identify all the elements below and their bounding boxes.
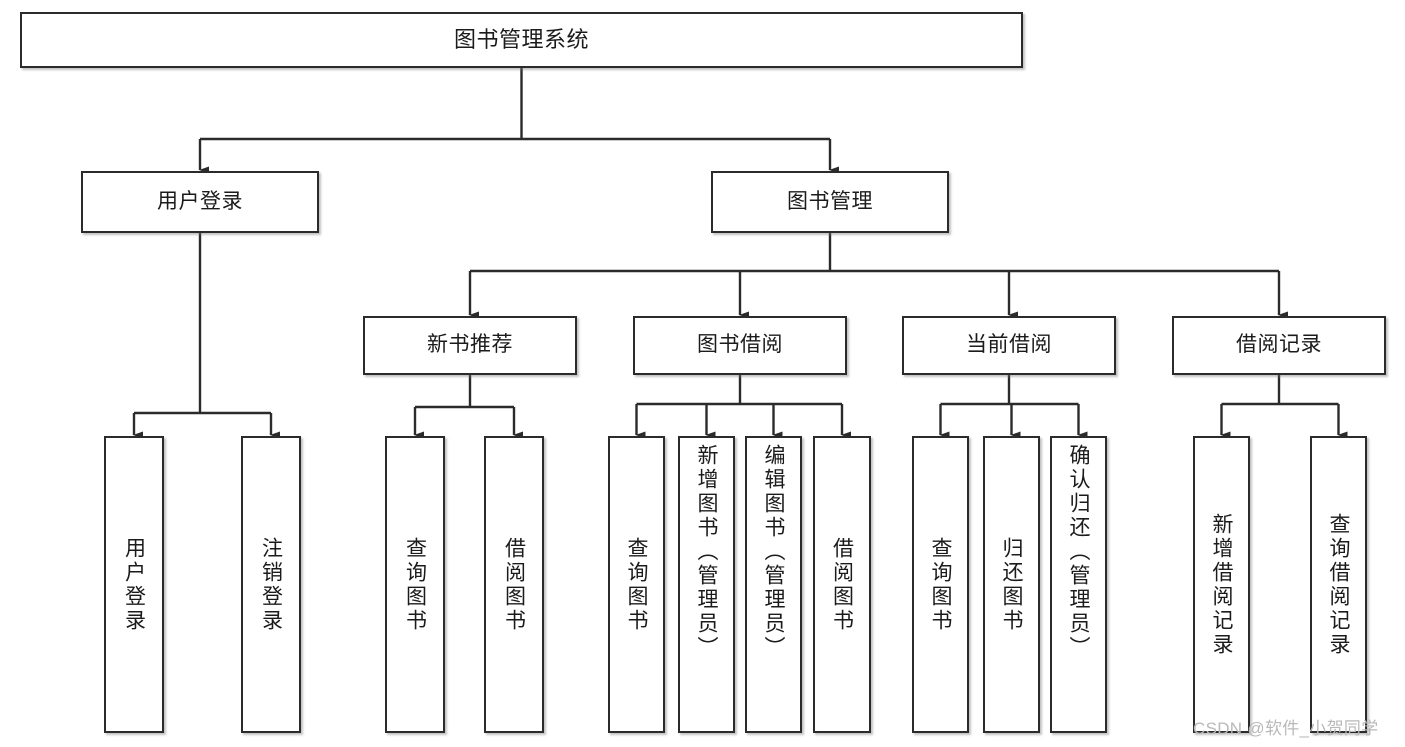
node-leaf-add-borrow-record[interactable]: 新增借阅记录 bbox=[1193, 436, 1250, 733]
node-leaf-query-book-3-label: 查询图书 bbox=[929, 536, 952, 633]
node-leaf-borrow-book-1-label: 借阅图书 bbox=[502, 536, 526, 633]
node-leaf-query-borrow-record[interactable]: 查询借阅记录 bbox=[1310, 436, 1367, 733]
node-leaf-borrow-book-1[interactable]: 借阅图书 bbox=[484, 436, 544, 733]
node-leaf-confirm-return-admin-label: 确认归还（管理员） bbox=[1067, 444, 1090, 660]
node-borrow-record-label: 借阅记录 bbox=[1236, 333, 1322, 357]
node-current-borrow-label: 当前借阅 bbox=[966, 333, 1052, 357]
node-leaf-edit-book-admin-label: 编辑图书（管理员） bbox=[762, 444, 785, 660]
node-leaf-return-book[interactable]: 归还图书 bbox=[983, 436, 1040, 733]
node-book-borrow[interactable]: 图书借阅 bbox=[633, 316, 847, 375]
node-new-book-recommend-label: 新书推荐 bbox=[427, 333, 513, 357]
watermark-text: CSDN @软件_小贺同学 bbox=[1193, 719, 1379, 738]
node-leaf-return-book-label: 归还图书 bbox=[1000, 536, 1023, 633]
node-leaf-user-login[interactable]: 用户登录 bbox=[104, 436, 164, 733]
node-leaf-user-login-label: 用户登录 bbox=[122, 536, 146, 633]
node-user-login-label: 用户登录 bbox=[157, 189, 243, 213]
node-leaf-query-book-2[interactable]: 查询图书 bbox=[608, 436, 665, 733]
node-leaf-edit-book-admin[interactable]: 编辑图书（管理员） bbox=[745, 436, 802, 733]
node-root[interactable]: 图书管理系统 bbox=[20, 12, 1023, 68]
node-leaf-user-logout[interactable]: 注销登录 bbox=[241, 436, 301, 733]
node-new-book-recommend[interactable]: 新书推荐 bbox=[363, 316, 577, 375]
node-current-borrow[interactable]: 当前借阅 bbox=[902, 316, 1116, 375]
node-book-manage-label: 图书管理 bbox=[787, 189, 873, 213]
node-leaf-add-book-admin-label: 新增图书（管理员） bbox=[695, 444, 718, 660]
node-leaf-add-book-admin[interactable]: 新增图书（管理员） bbox=[678, 436, 735, 733]
node-leaf-query-book-1-label: 查询图书 bbox=[403, 536, 427, 633]
node-borrow-record[interactable]: 借阅记录 bbox=[1172, 316, 1386, 375]
node-leaf-borrow-book-2-label: 借阅图书 bbox=[830, 536, 854, 633]
node-book-borrow-label: 图书借阅 bbox=[697, 333, 783, 357]
node-leaf-query-borrow-record-label: 查询借阅记录 bbox=[1327, 512, 1350, 657]
node-book-manage[interactable]: 图书管理 bbox=[711, 171, 949, 233]
node-root-label: 图书管理系统 bbox=[453, 27, 589, 53]
node-leaf-user-logout-label: 注销登录 bbox=[259, 536, 283, 633]
node-leaf-confirm-return-admin[interactable]: 确认归还（管理员） bbox=[1050, 436, 1107, 733]
node-leaf-add-borrow-record-label: 新增借阅记录 bbox=[1210, 512, 1233, 657]
node-leaf-borrow-book-2[interactable]: 借阅图书 bbox=[813, 436, 871, 733]
node-leaf-query-book-2-label: 查询图书 bbox=[625, 536, 648, 633]
node-leaf-query-book-3[interactable]: 查询图书 bbox=[912, 436, 969, 733]
node-leaf-query-book-1[interactable]: 查询图书 bbox=[385, 436, 445, 733]
node-user-login[interactable]: 用户登录 bbox=[81, 171, 319, 233]
